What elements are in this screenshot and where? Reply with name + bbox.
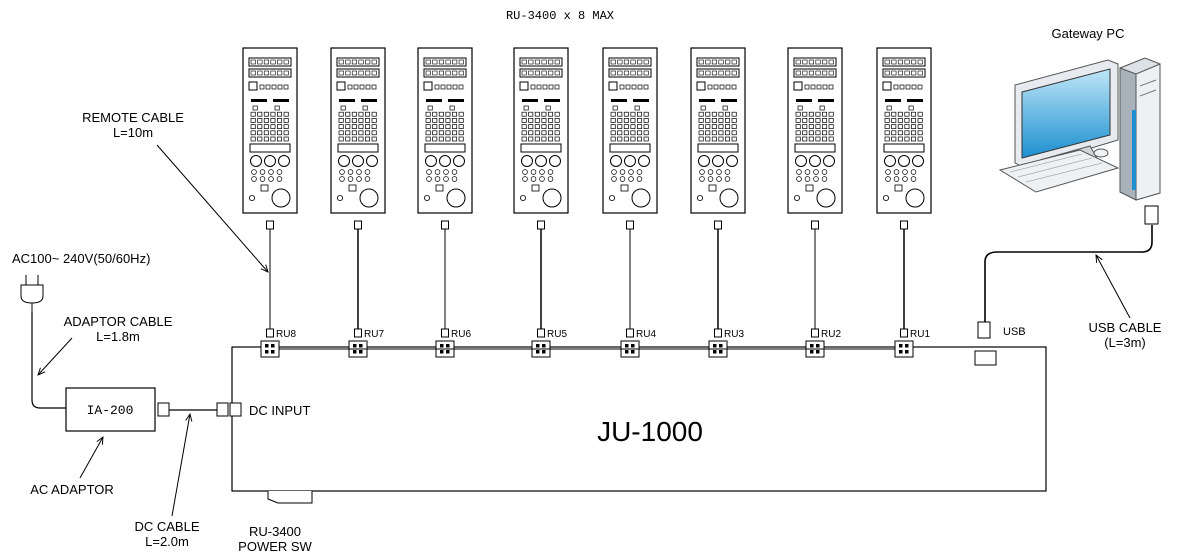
usb-port bbox=[974, 350, 997, 366]
remote-cable-arrow bbox=[156, 144, 268, 272]
usb-cable-title: USB CABLE bbox=[1089, 320, 1162, 335]
ju1000-label: JU-1000 bbox=[597, 416, 703, 447]
ia200-box bbox=[65, 387, 156, 432]
adaptor-cable-title: ADAPTOR CABLE bbox=[64, 314, 173, 329]
remote-unit bbox=[513, 47, 569, 329]
remote-units bbox=[242, 47, 932, 329]
dc-cable-plug bbox=[216, 402, 229, 417]
usb-cable-plug bbox=[977, 321, 991, 339]
remote-unit bbox=[602, 47, 658, 329]
usb-cable-arrow bbox=[1096, 255, 1131, 319]
adaptor-cable-length: L=1.8m bbox=[96, 329, 140, 344]
ru-port-label: RU3 bbox=[724, 329, 744, 340]
remote-unit bbox=[242, 47, 298, 329]
usb-cable-line bbox=[984, 225, 1153, 322]
remote-unit bbox=[787, 47, 843, 329]
ru-port-label: RU2 bbox=[821, 329, 841, 340]
pc-usb-plug bbox=[1144, 205, 1159, 225]
power-switch bbox=[267, 491, 313, 504]
remote-cable-length: L=10m bbox=[113, 125, 153, 140]
max-units-note: RU-3400 x 8 MAX bbox=[506, 9, 614, 23]
ru-port-label: RU5 bbox=[547, 329, 567, 340]
ac-adaptor-label: AC ADAPTOR bbox=[30, 482, 114, 497]
remote-unit bbox=[690, 47, 746, 329]
dc-cable-length: L=2.0m bbox=[145, 534, 189, 549]
power-sw-label: POWER SW bbox=[238, 539, 312, 554]
remote-cable-title: REMOTE CABLE bbox=[82, 110, 184, 125]
ru-port-label: RU4 bbox=[636, 329, 656, 340]
ia200-label: IA-200 bbox=[87, 403, 134, 418]
ru-port: RU1 bbox=[894, 328, 930, 358]
desktop-computer-icon bbox=[998, 57, 1161, 201]
remote-unit bbox=[330, 47, 386, 329]
gateway-pc-label: Gateway PC bbox=[1052, 26, 1125, 41]
ac-plug-icon bbox=[20, 275, 44, 312]
power-spec: AC100~ 240V(50/60Hz) bbox=[12, 251, 150, 266]
ru-port-label: RU6 bbox=[451, 329, 471, 340]
dc-input-label: DC INPUT bbox=[249, 403, 310, 418]
ru-port-label: RU1 bbox=[910, 329, 930, 340]
dc-cable-title: DC CABLE bbox=[134, 519, 199, 534]
dc-cable-arrow bbox=[171, 414, 190, 517]
adaptor-cable-arrow bbox=[38, 337, 73, 375]
remote-unit bbox=[417, 47, 473, 329]
remote-unit bbox=[876, 47, 932, 329]
ac-adaptor-arrow bbox=[79, 437, 103, 479]
dc-input-jack bbox=[229, 402, 242, 417]
usb-port-label: USB bbox=[1003, 326, 1026, 338]
ju1000-unit bbox=[231, 346, 1047, 492]
usb-cable-length: (L=3m) bbox=[1104, 335, 1146, 350]
adaptor-dc-plug bbox=[157, 402, 170, 417]
ru-port-label: RU7 bbox=[364, 329, 384, 340]
ru-ports: RU8 RU7 RU6 RU5 RU4 RU3 RU2 RU1 bbox=[260, 328, 930, 358]
adaptor-cable-line bbox=[31, 312, 66, 409]
power-sw-model: RU-3400 bbox=[249, 524, 301, 539]
ru-port-label: RU8 bbox=[276, 329, 296, 340]
